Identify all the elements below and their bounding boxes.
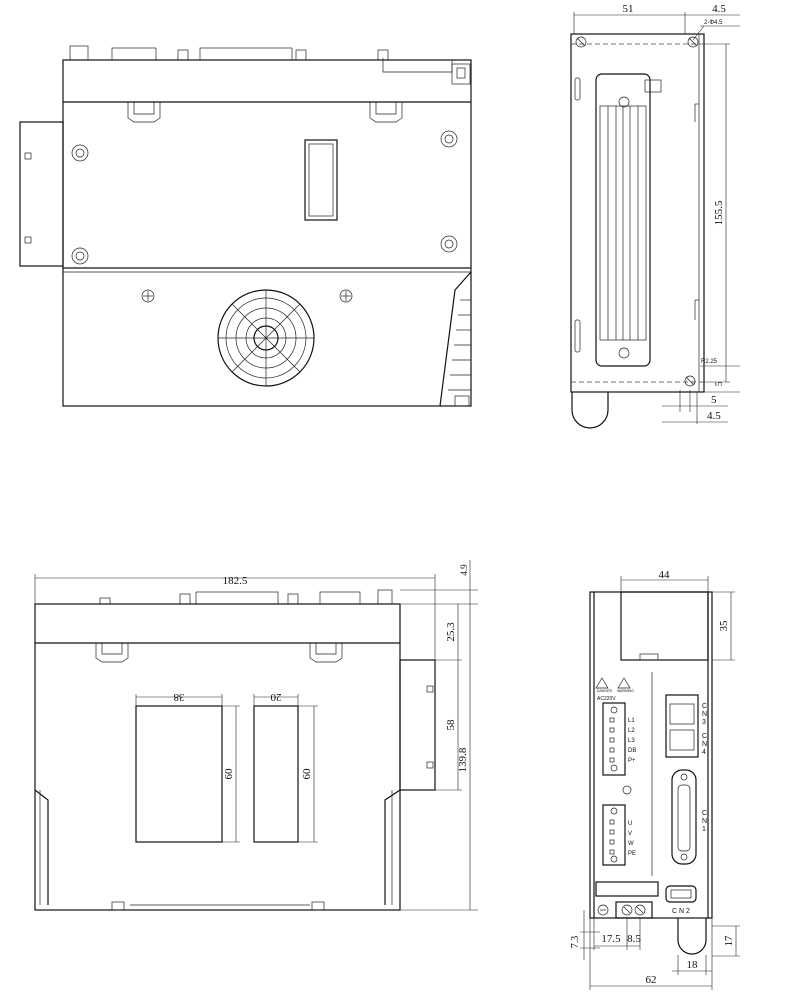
display-window [304, 139, 338, 221]
dim-8-5: 8.5 [627, 933, 641, 945]
dim-62: 62 [646, 974, 657, 986]
right-mount-plate [399, 659, 436, 791]
top-left-side-view [19, 45, 472, 407]
power-terminal [602, 702, 626, 776]
dim-35: 35 [718, 620, 730, 632]
dim-4-5-top: 4.5 [712, 3, 726, 15]
top-left-body [62, 59, 472, 407]
dim-17-5: 17.5 [601, 933, 621, 945]
top-connector-a [111, 47, 157, 61]
dim-5-horiz: 5 [711, 394, 717, 406]
terminal-l1-label: L1 [628, 718, 635, 724]
dim-4-9: 4.9 [459, 564, 469, 576]
dim-182-5: 182.5 [223, 575, 248, 587]
dim-60-a: 60 [223, 768, 235, 780]
dim-17: 17 [723, 935, 735, 947]
dim-38: 38 [173, 691, 185, 703]
dim-155-5: 155.5 [713, 200, 725, 225]
cn2-port [665, 885, 697, 903]
terminal-w-label: W [628, 841, 634, 847]
svg-text:4: 4 [702, 749, 706, 756]
front-panel-view: DANGER WARNING AC220V L1 L2 L3 DB P+ U V… [570, 569, 740, 990]
terminal-pp-label: P+ [628, 758, 636, 764]
label-plate [595, 881, 659, 897]
dim-58: 58 [445, 719, 457, 731]
top-module [620, 591, 709, 661]
top-screw-terminal [69, 45, 89, 61]
dim-20: 20 [270, 691, 282, 703]
bottom-left-body [34, 603, 401, 911]
cn3-cn4-port [665, 694, 699, 758]
dim-60-b: 60 [301, 768, 313, 780]
terminal-u-label: U [628, 821, 632, 827]
terminal-pe-label: PE [628, 851, 636, 857]
fan-screws [141, 289, 353, 303]
end-view-body [570, 33, 705, 393]
dim-4-5-bottom: 4.5 [707, 410, 721, 422]
dim-51: 51 [623, 3, 634, 15]
svg-text:3: 3 [702, 719, 706, 726]
heatsink-area-20x60 [253, 705, 299, 843]
dim-5-vert: 5 [714, 381, 724, 386]
ground-terminal [615, 901, 653, 919]
svg-text:C: C [702, 733, 707, 740]
heatsink-area-38x60 [135, 705, 223, 843]
cooling-fan [217, 289, 315, 387]
dim-139-8: 139.8 [457, 747, 469, 772]
dim-7-3: 7.3 [570, 936, 581, 949]
terminal-l2-label: L2 [628, 728, 635, 734]
left-mount-plate [19, 121, 64, 267]
svg-text:1: 1 [702, 826, 706, 833]
dim-25-3: 25.3 [445, 622, 457, 642]
dim-44: 44 [659, 569, 671, 581]
dim-18: 18 [687, 959, 699, 971]
top-right-end-view: 51 4.5 2-Φ4.5 155.5 R2.25 5 5 4.5 [570, 3, 740, 429]
dim-r225: R2.25 [701, 359, 718, 365]
mount-holes [71, 130, 458, 265]
svg-text:C: C [702, 810, 707, 817]
ac-label: AC220V [597, 696, 616, 702]
terminal-l3-label: L3 [628, 738, 635, 744]
top-connector-b [199, 47, 293, 61]
front-panel-body [589, 591, 713, 919]
warning-label: WARNING [617, 689, 634, 693]
svg-text:C: C [702, 703, 707, 710]
cn2-label: C N 2 [672, 908, 690, 915]
svg-text:N: N [702, 711, 707, 718]
svg-text:N: N [702, 818, 707, 825]
bottom-left-side-view: 38 20 60 60 182.5 4.9 25.3 58 139.8 [34, 560, 478, 911]
svg-text:N: N [702, 741, 707, 748]
terminal-db-label: DB [628, 748, 636, 754]
danger-label: DANGER [597, 689, 612, 693]
heatsink [595, 73, 651, 367]
motor-terminal [602, 804, 626, 866]
dim-2-holes: 2-Φ4.5 [704, 20, 723, 26]
cn1-db-port [671, 769, 697, 865]
terminal-v-label: V [628, 831, 632, 837]
